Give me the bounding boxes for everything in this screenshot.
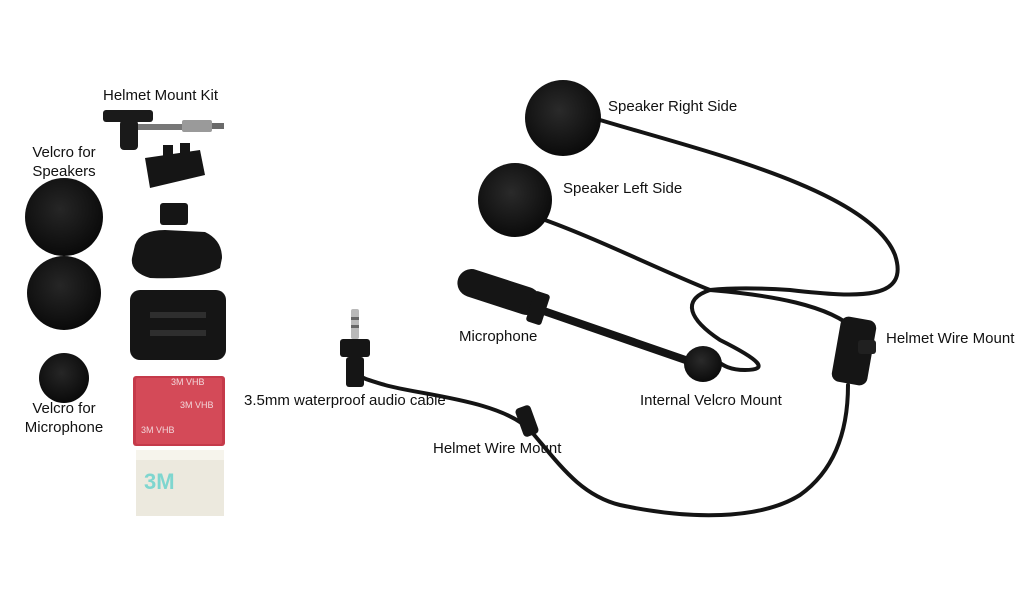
label-audio-cable: 3.5mm waterproof audio cable: [244, 392, 446, 409]
label-internal-velcro-mount: Internal Velcro Mount: [640, 392, 782, 409]
small-clip: [160, 203, 188, 225]
white-tape-mark: 3M: [144, 469, 175, 494]
main-cable: [708, 288, 857, 332]
speaker-right-cable: [598, 118, 900, 297]
flat-base-mount: [130, 290, 226, 360]
thumb-screw: [103, 110, 224, 150]
red-tape-mark-3: 3M VHB: [141, 425, 175, 435]
label-microphone: Microphone: [459, 328, 538, 345]
speaker-right-icon: [525, 80, 601, 156]
microphone-foam-icon: [457, 269, 541, 315]
speaker-left-icon: [478, 163, 552, 237]
label-velcro-speakers-line1: Velcro for: [32, 144, 96, 161]
headset-cables: [354, 118, 900, 518]
audio-jack-icon: [340, 309, 370, 387]
label-helmet-wire-mount-right: Helmet Wire Mount: [886, 330, 1015, 347]
velcro-mount-cable: [689, 288, 761, 373]
microphone-boom: [457, 269, 704, 369]
internal-velcro-mount-icon: [684, 346, 722, 382]
velcro-microphone-pad: [39, 353, 89, 403]
label-velcro-microphone-line1: Velcro for: [32, 400, 96, 417]
helmet-wire-mount-right-icon: [831, 316, 877, 386]
helmet-mount-kit: [103, 110, 226, 516]
audio-cable-wire: [354, 370, 850, 518]
red-tape-mark-1: 3M VHB: [171, 377, 205, 387]
label-speaker-right: Speaker Right Side: [608, 98, 738, 115]
velcro-speaker-pad-1: [25, 178, 103, 256]
label-helmet-wire-mount-bottom: Helmet Wire Mount: [433, 440, 562, 457]
white-adhesive-tape: [136, 450, 224, 516]
label-velcro-speakers-line2: Speakers: [32, 163, 96, 180]
helmet-wire-mount-bottom-icon: [515, 405, 539, 437]
velcro-pads: [25, 178, 103, 403]
label-speaker-left: Speaker Left Side: [563, 180, 683, 197]
label-helmet-mount-kit: Helmet Mount Kit: [103, 87, 219, 104]
mount-clip: [145, 150, 205, 188]
speaker-left-cable: [543, 218, 712, 292]
curved-base-mount: [131, 230, 222, 279]
label-velcro-microphone-line2: Microphone: [24, 419, 104, 436]
red-tape-mark-2: 3M VHB: [180, 400, 214, 410]
velcro-speaker-pad-2: [27, 256, 101, 330]
